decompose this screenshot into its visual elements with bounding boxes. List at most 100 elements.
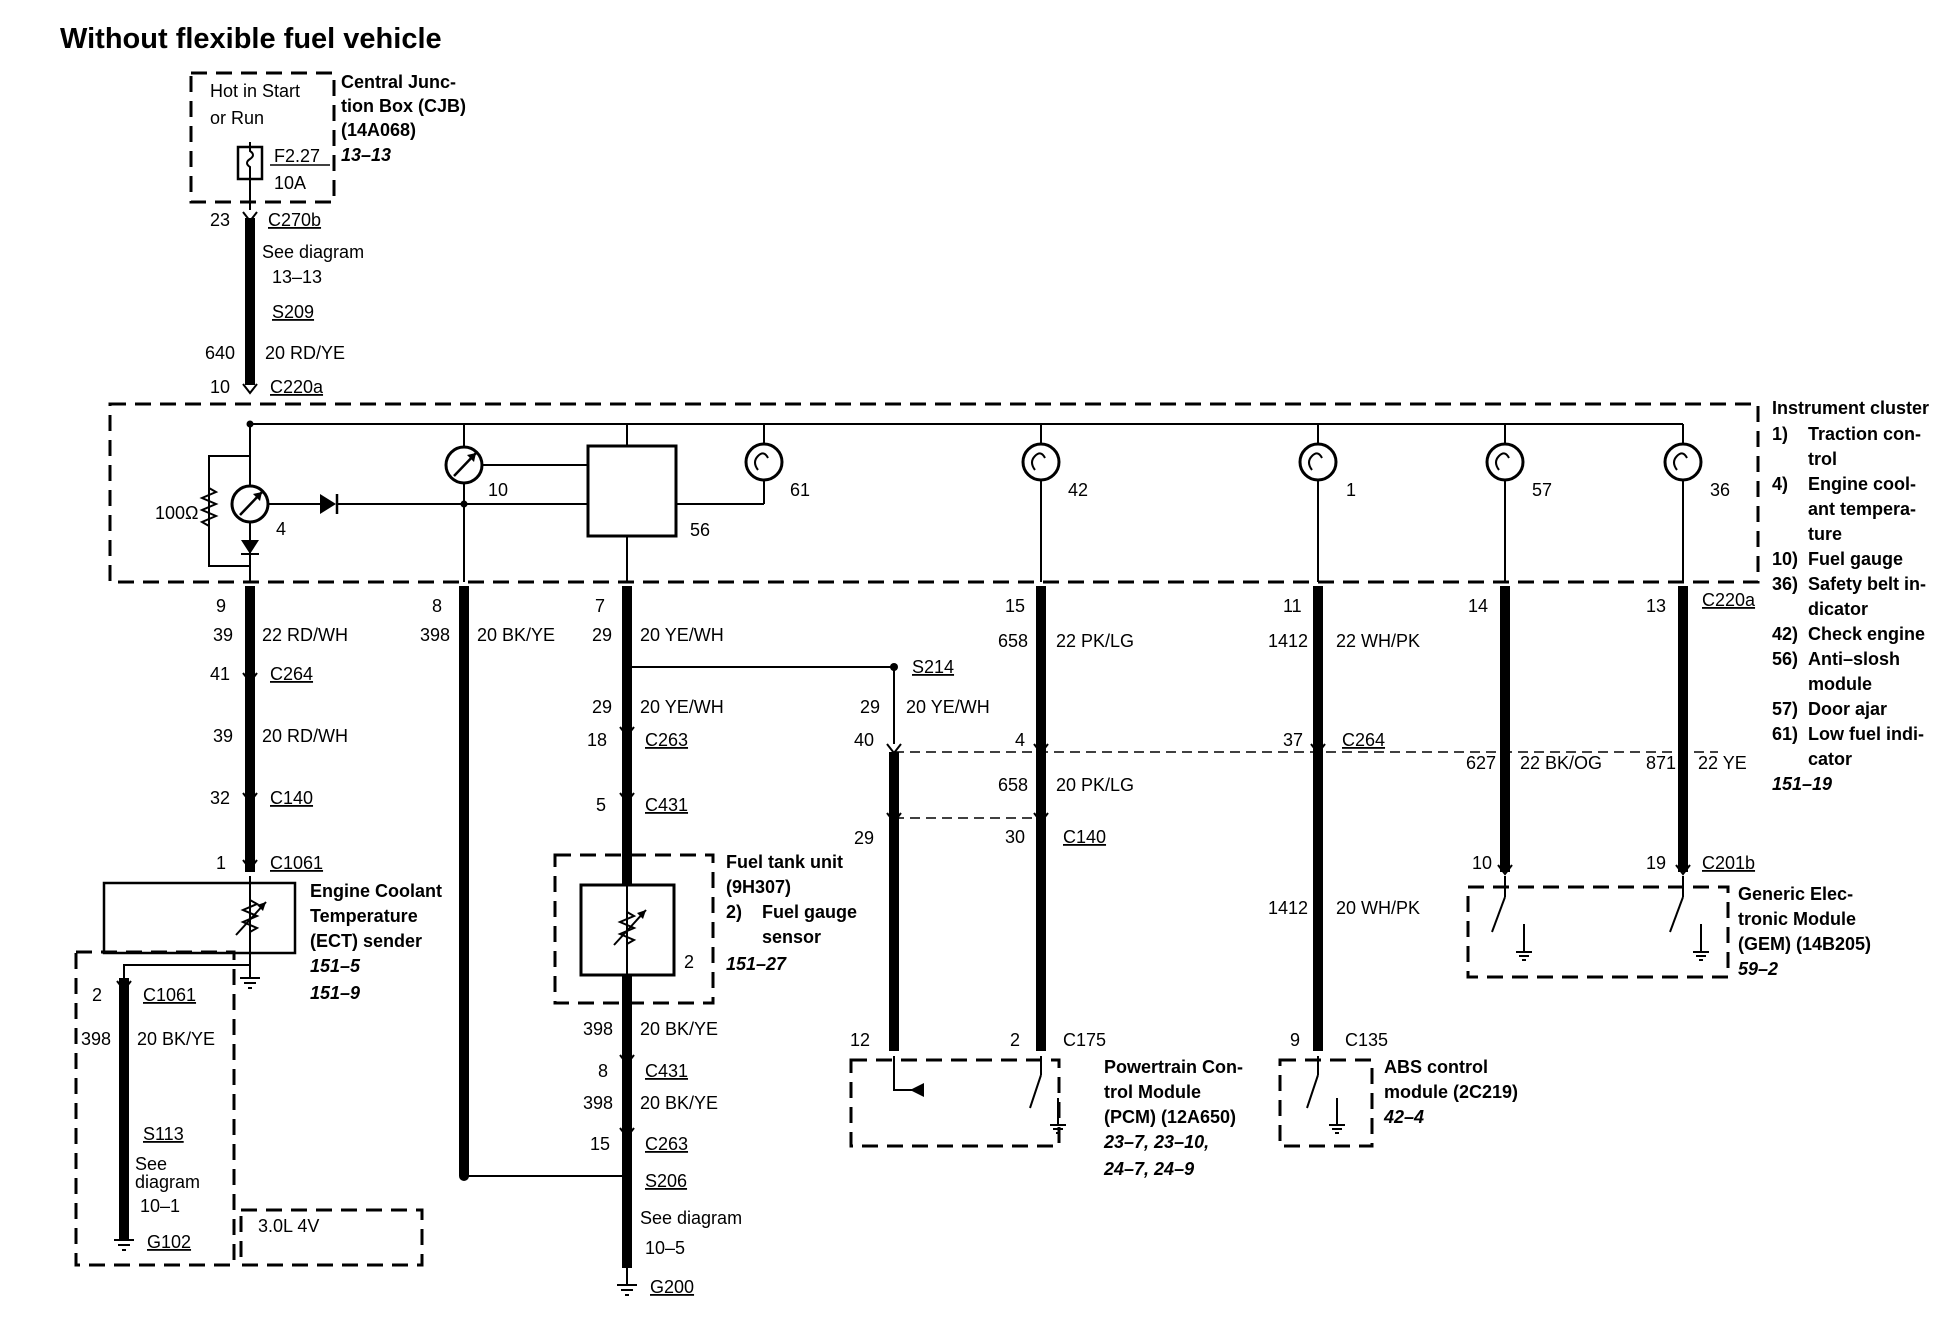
- ground-icon: [617, 1284, 637, 1296]
- diode-icon: [320, 494, 336, 514]
- splice-s113: S113: [143, 1124, 184, 1144]
- pin-7: 7: [595, 596, 605, 616]
- pin-1: 1: [216, 853, 226, 873]
- pin-8: 8: [598, 1061, 608, 1081]
- circuit-29: 29: [592, 625, 612, 645]
- variable-arrow-tip: [637, 910, 646, 919]
- cluster-legend: 1) Traction con- trol 4) Engine cool- an…: [1772, 424, 1926, 794]
- connector-c201b: C201b: [1702, 853, 1755, 873]
- fuel-ref: 151–27: [726, 954, 787, 974]
- ect-sender: [102, 881, 297, 955]
- circuit-871: 871: [1646, 753, 1676, 773]
- circuit-398b: 398: [583, 1093, 613, 1113]
- fuse-element: [246, 142, 254, 184]
- pin-15: 15: [1005, 596, 1025, 616]
- pin-2: 2: [92, 985, 102, 1005]
- splice-dot: [246, 307, 254, 315]
- traction-control-lamp-icon: [1298, 442, 1338, 482]
- ect-label-3: (ECT) sender: [310, 931, 422, 951]
- circuit-627: 627: [1466, 753, 1496, 773]
- splice-s209: S209: [272, 302, 314, 322]
- pin-30: 30: [1005, 827, 1025, 847]
- lamp-filament: [754, 452, 769, 471]
- cjb-hot-line1: Hot in Start: [210, 81, 300, 101]
- resistor-loop: [208, 455, 250, 567]
- splice-dot: [120, 1126, 128, 1134]
- legend-text: dicator: [1808, 599, 1868, 619]
- pin-19: 19: [1646, 853, 1666, 873]
- ground-g200: G200: [650, 1277, 694, 1297]
- gem-switch-icon: [1669, 876, 1709, 961]
- gem-switch-icon: [1491, 876, 1532, 961]
- pin-23: 23: [210, 210, 230, 230]
- gauge-20-ye-wh: 20 YE/WH: [906, 697, 990, 717]
- diode-icon: [241, 540, 259, 554]
- connector-c140: C140: [270, 788, 313, 808]
- label-56: 56: [690, 520, 710, 540]
- gauge-20-bk-ye-b: 20 BK/YE: [640, 1093, 718, 1113]
- variable-resistor-icon: [240, 899, 260, 933]
- connector-c431b: C431: [645, 1061, 688, 1081]
- gauge-20-bk-ye: 20 BK/YE: [640, 1019, 718, 1039]
- circuit-658b: 658: [998, 775, 1028, 795]
- connector-mark: [242, 383, 258, 395]
- fuel-sub-1: Fuel gauge: [762, 902, 857, 922]
- pin-29: 29: [854, 828, 874, 848]
- ground-g102: G102: [147, 1232, 191, 1252]
- variable-resistor-icon: [617, 911, 637, 945]
- gem-box: [1466, 885, 1730, 979]
- fuel-see-ref: 10–5: [645, 1238, 685, 1258]
- pcm-ref-2: 24–7, 24–9: [1103, 1159, 1194, 1179]
- cjb-ref: 13–13: [341, 145, 391, 165]
- legend-text: Door ajar: [1808, 699, 1887, 719]
- pcm-label-2: trol Module: [1104, 1082, 1201, 1102]
- pin-5: 5: [596, 795, 606, 815]
- connector-mark: [1497, 864, 1513, 876]
- ect-ref-2: 151–9: [310, 983, 360, 1003]
- legend-text: Traction con-: [1808, 424, 1921, 444]
- connector-mark: [242, 859, 258, 871]
- pin-40: 40: [854, 730, 874, 750]
- connector-c1061b: C1061: [143, 985, 196, 1005]
- connector-mark: [1310, 743, 1326, 755]
- label-36: 36: [1710, 480, 1730, 500]
- pin-13: 13: [1646, 596, 1666, 616]
- splice-dot: [622, 1171, 632, 1181]
- gem-label-2: tronic Module: [1738, 909, 1856, 929]
- legend-text: Anti–slosh: [1808, 649, 1900, 669]
- lamp-filament: [1308, 452, 1323, 471]
- label-57: 57: [1532, 480, 1552, 500]
- cjb-label-2: tion Box (CJB): [341, 96, 466, 116]
- legend-text: ture: [1808, 524, 1842, 544]
- lamp-filament: [1031, 452, 1046, 471]
- gauge-20-bk-ye: 20 BK/YE: [137, 1029, 215, 1049]
- gauge-needle-tip: [467, 453, 476, 462]
- connector-c220a: C220a: [1702, 590, 1756, 610]
- legend-text: module: [1808, 674, 1872, 694]
- check-engine-lamp-icon: [1021, 442, 1061, 482]
- pcm-box: [849, 1058, 1061, 1148]
- connector-c140: C140: [1063, 827, 1106, 847]
- cjb-label-1: Central Junc-: [341, 72, 456, 92]
- label-42: 42: [1068, 480, 1088, 500]
- ect-see-2: diagram: [135, 1172, 200, 1192]
- cjb-box: [189, 71, 336, 204]
- gauge-22-rd-wh: 22 RD/WH: [262, 625, 348, 645]
- circuit-640: 640: [205, 343, 235, 363]
- fuel-sub-num: 2): [726, 902, 742, 922]
- circuit-29: 29: [860, 697, 880, 717]
- lamp-filament: [1495, 452, 1510, 471]
- splice-s214: S214: [912, 657, 954, 677]
- gem-ref: 59–2: [1738, 959, 1778, 979]
- fuse-id: F2.27: [274, 146, 320, 166]
- pin-32: 32: [210, 788, 230, 808]
- circuit-39: 39: [213, 625, 233, 645]
- pin-8: 8: [432, 596, 442, 616]
- lamp-filament: [1673, 452, 1688, 471]
- see-diagram: See diagram: [262, 242, 364, 262]
- legend-text: Check engine: [1808, 624, 1925, 644]
- cjb-hot-line2: or Run: [210, 108, 264, 128]
- ect-ref-1: 151–5: [310, 956, 361, 976]
- pcm-switch-icon: [1029, 1056, 1066, 1134]
- connector-mark: [619, 726, 635, 738]
